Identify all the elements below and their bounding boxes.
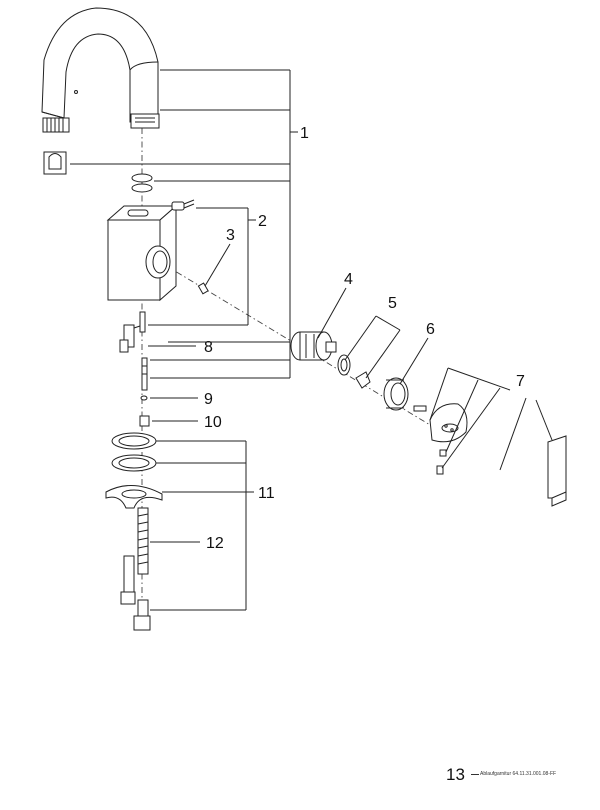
callout-9: 9 bbox=[204, 391, 213, 408]
callout-11-bracket bbox=[150, 440, 254, 611]
pin-part bbox=[171, 199, 195, 211]
aerator-screen-part bbox=[42, 117, 70, 133]
handle-knob-part bbox=[429, 403, 468, 475]
callout-3: 3 bbox=[226, 227, 235, 244]
document-reference: Ablaufgarnitur 64.11.31.001.08-FF bbox=[480, 771, 557, 777]
o-ring-top bbox=[131, 173, 153, 183]
callout-6-leader bbox=[399, 337, 429, 385]
threaded-rod-part bbox=[120, 507, 151, 631]
callout-7-bracket bbox=[429, 367, 553, 471]
spindle-part bbox=[141, 357, 148, 391]
cartridge-part bbox=[290, 331, 337, 361]
callout-5-bracket bbox=[344, 315, 401, 379]
retaining-ring-part bbox=[337, 354, 371, 389]
callout-2: 2 bbox=[258, 213, 267, 230]
callout-2-bracket bbox=[148, 207, 256, 326]
hose-fittings-part bbox=[119, 311, 146, 353]
callout-12: 12 bbox=[206, 535, 224, 552]
diagonal-axis-line bbox=[164, 264, 456, 441]
mounting-rings-part bbox=[105, 432, 163, 509]
callout-4-leader bbox=[317, 287, 347, 339]
callout-4: 4 bbox=[344, 271, 353, 288]
callout-6: 6 bbox=[426, 321, 435, 338]
callout-1: 1 bbox=[300, 125, 309, 142]
o-ring-bottom bbox=[131, 183, 153, 193]
gasket-plate-part bbox=[43, 151, 67, 175]
footer-rule bbox=[471, 774, 479, 775]
grub-screw-part bbox=[197, 282, 209, 295]
spout-part bbox=[41, 7, 160, 129]
callout-7: 7 bbox=[516, 373, 525, 390]
callout-1-bracket bbox=[70, 69, 298, 379]
mixer-body-block bbox=[106, 204, 178, 302]
callout-10: 10 bbox=[204, 414, 222, 431]
nut-part bbox=[139, 415, 150, 427]
washer-part bbox=[140, 395, 148, 401]
callout-3-leader bbox=[204, 243, 231, 287]
callout-8: 8 bbox=[204, 339, 213, 356]
lever-plate-part bbox=[547, 435, 567, 507]
sleeve-part bbox=[383, 377, 427, 412]
callout-11: 11 bbox=[258, 485, 275, 502]
callout-5: 5 bbox=[388, 295, 397, 312]
page-number: 13 bbox=[446, 765, 465, 784]
